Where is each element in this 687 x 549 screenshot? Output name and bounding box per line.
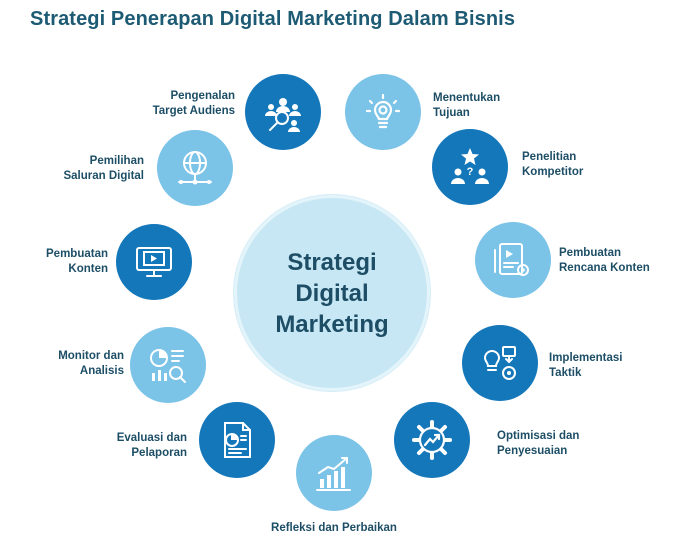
label-pembuatan-konten: Pembuatan Konten (46, 248, 108, 275)
label-monitor: Monitor dan Analisis (58, 350, 124, 377)
label-target-audiens: Pengenalan Target Audiens (152, 90, 235, 117)
label-rencana-konten: Pembuatan Rencana Konten (559, 247, 650, 274)
center-title: Strategi Digital Marketing (275, 247, 388, 340)
label-menentukan-tujuan: Menentukan Tujuan (433, 92, 501, 119)
label-saluran-digital: Pemilihan Saluran Digital (63, 155, 144, 182)
tactic-implementation-icon (483, 346, 516, 380)
content-plan-icon (494, 243, 529, 276)
center-title-line-3: Marketing (275, 310, 389, 338)
node-target-audiens (245, 74, 321, 150)
node-penelitian-kompetitor: ? (432, 129, 508, 205)
node-rencana-konten (475, 222, 551, 298)
label-evaluasi: Evaluasi dan Pelaporan (116, 432, 187, 459)
analytics-icon (150, 349, 186, 383)
optimization-gear-icon (412, 420, 452, 460)
node-refleksi (296, 435, 372, 511)
svg-text:?: ? (467, 166, 474, 178)
center-circle: Strategi Digital Marketing (234, 195, 430, 391)
monitor-video-icon (136, 247, 172, 277)
node-optimisasi (394, 402, 470, 478)
globe-network-icon (178, 151, 212, 185)
report-document-icon (224, 422, 251, 458)
node-evaluasi (199, 402, 275, 478)
lightbulb-gear-icon (365, 93, 401, 129)
center-title-line-1: Strategi (287, 248, 377, 276)
label-optimisasi: Optimisasi dan Penyesuaian (497, 430, 580, 457)
node-monitor (130, 327, 206, 403)
node-menentukan-tujuan (345, 74, 421, 150)
center-title-line-2: Digital (295, 279, 369, 307)
page-title: Strategi Penerapan Digital Marketing Dal… (30, 8, 516, 30)
label-refleksi: Refleksi dan Perbaikan (271, 522, 397, 534)
node-implementasi-taktik (462, 325, 538, 401)
target-audience-icon (265, 98, 301, 132)
label-penelitian-kompetitor: Penelitian Kompetitor (522, 151, 584, 178)
node-pembuatan-konten (116, 224, 192, 300)
node-saluran-digital (157, 130, 233, 206)
growth-chart-icon (316, 457, 351, 491)
label-implementasi-taktik: Implementasi Taktik (549, 352, 623, 379)
competitor-research-icon: ? (451, 148, 489, 184)
